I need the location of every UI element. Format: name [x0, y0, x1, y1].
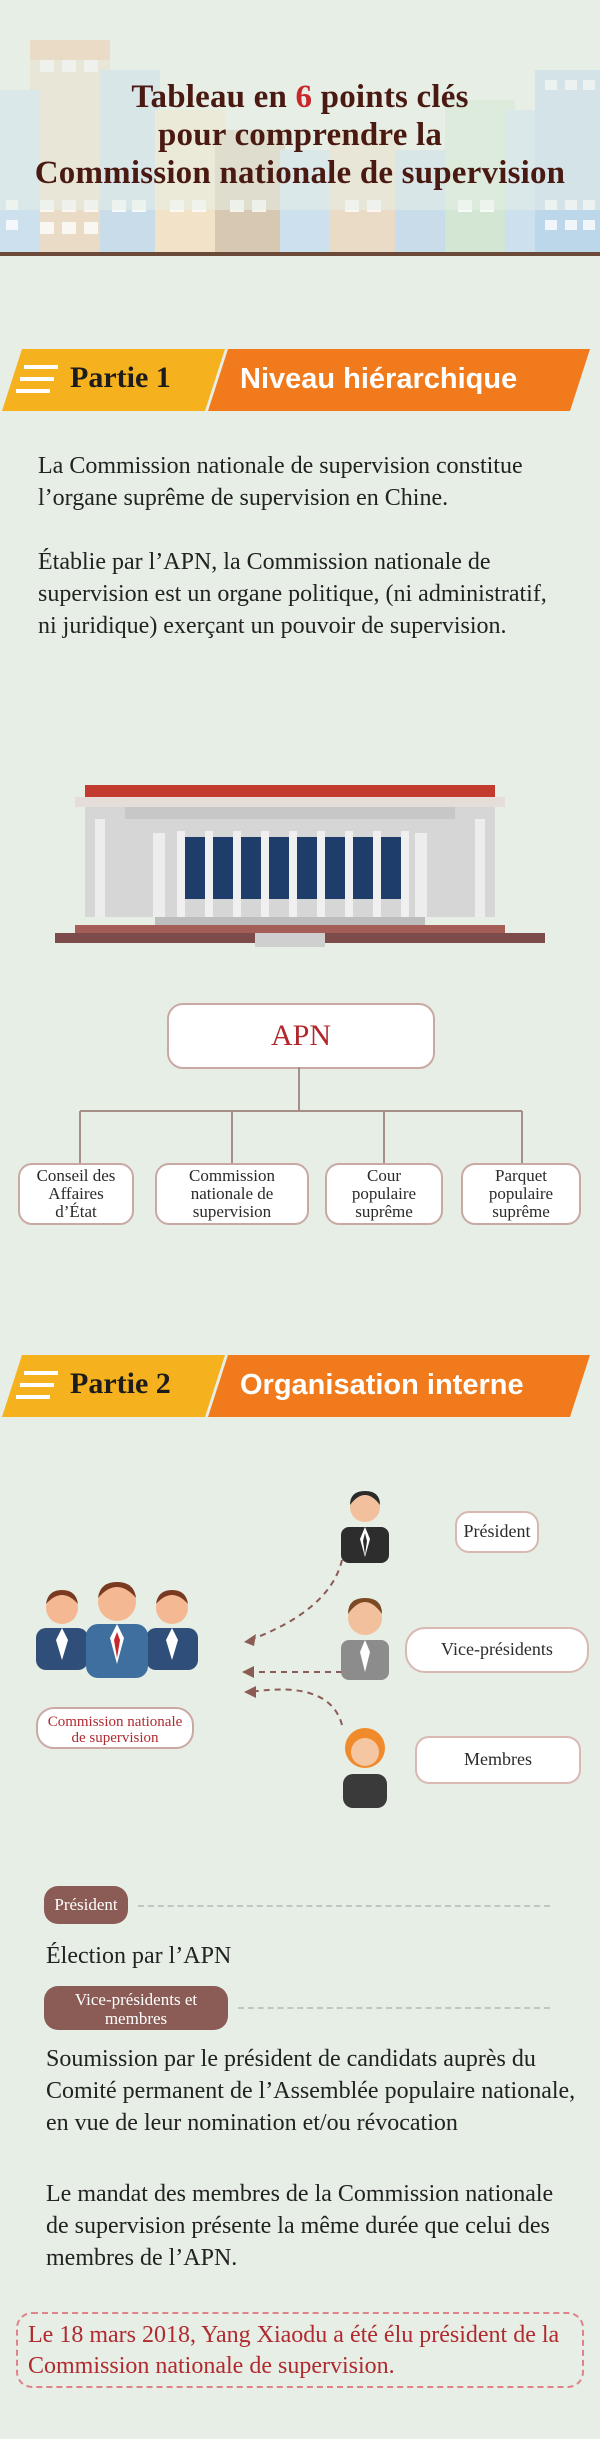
org-child-parquet: Parquet populaire suprême [461, 1163, 581, 1225]
president-text: Élection par l’APN [46, 1943, 232, 1969]
header: Tableau en 6 points clés pour comprendre… [0, 0, 600, 258]
vp-divider [238, 2007, 550, 2009]
vp-text-2: Le mandat des membres de la Commission n… [46, 2181, 554, 2271]
org-root-apn: APN [167, 1003, 435, 1069]
banner-shape [2, 1355, 590, 1417]
header-divider [0, 252, 600, 256]
president-avatar-icon [341, 1491, 389, 1563]
part2-title: Organisation interne [240, 1369, 524, 1401]
role-vice-presidents: Vice-présidents [405, 1627, 589, 1673]
org-child-cour: Cour populaire suprême [325, 1163, 443, 1225]
group-people-icon [36, 1582, 198, 1678]
part2-label: Partie 2 [70, 1367, 171, 1400]
role-members: Membres [415, 1736, 581, 1784]
president-tag: Président [44, 1886, 128, 1924]
vp-members-tag: Vice-présidents et membres [44, 1986, 228, 2030]
part1-banner: Partie 1 Niveau hiérarchique [0, 349, 600, 411]
president-divider [138, 1905, 550, 1907]
member-avatar-icon [343, 1728, 387, 1808]
dashed-arrows [242, 1559, 343, 1726]
page-title: Tableau en 6 points clés pour comprendre… [34, 79, 566, 191]
group-label: Commission nationale de supervision [36, 1707, 194, 1749]
part2-banner: Partie 2 Organisation interne [0, 1355, 600, 1417]
role-president: Président [455, 1511, 539, 1553]
part1-paragraph-1: La Commission nationale de supervision c… [38, 453, 523, 511]
part1-title: Niveau hiérarchique [240, 363, 518, 395]
part1-paragraph-2: Établie par l’APN, la Commission nationa… [38, 549, 547, 639]
org-chart-connectors [79, 1067, 523, 1165]
org-child-conseil: Conseil des Affaires d’État [18, 1163, 134, 1225]
part1-label: Partie 1 [70, 361, 171, 394]
vice-president-avatar-icon [341, 1598, 389, 1680]
title-highlight-number: 6 [295, 79, 313, 115]
city-skyline-illustration [0, 0, 600, 252]
banner-shape [2, 349, 590, 411]
great-hall-illustration [55, 785, 545, 947]
vp-text-1: Soumission par le président de candidats… [46, 2046, 576, 2136]
election-note: Le 18 mars 2018, Yang Xiaodu a été élu p… [16, 2312, 584, 2388]
org-child-commission: Commission nationale de supervision [155, 1163, 309, 1225]
